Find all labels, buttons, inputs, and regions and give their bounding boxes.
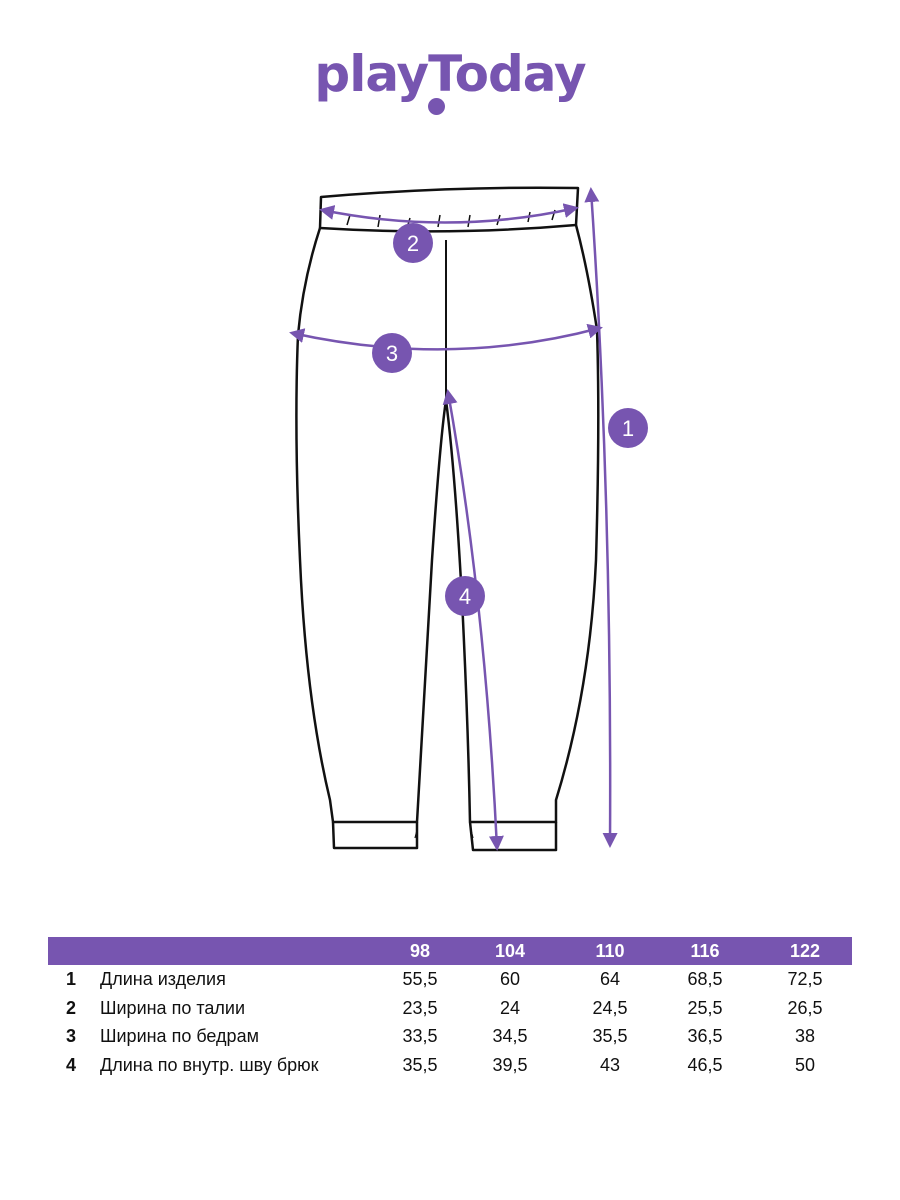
marker-4: 4 xyxy=(445,576,485,616)
row-number: 4 xyxy=(66,1055,77,1075)
marker-1: 1 xyxy=(608,408,648,448)
table-cell: 72,5 xyxy=(787,969,823,989)
table-cell: 46,5 xyxy=(687,1055,723,1075)
row-number: 2 xyxy=(66,998,77,1018)
table-cell: 35,5 xyxy=(402,1055,438,1075)
table-cell: 68,5 xyxy=(687,969,723,989)
table-cell: 60 xyxy=(499,969,521,989)
row-label: Длина по внутр. шву брюк xyxy=(100,1055,319,1075)
size-header: 110 xyxy=(595,941,625,961)
svg-text:1: 1 xyxy=(622,416,634,441)
table-cell: 25,5 xyxy=(687,998,723,1018)
table-cell: 50 xyxy=(794,1055,816,1075)
brand-logo: playToday xyxy=(0,45,900,103)
svg-text:4: 4 xyxy=(459,584,471,609)
table-cell: 34,5 xyxy=(492,1026,528,1046)
pants-diagram: 1 2 3 4 xyxy=(289,186,648,852)
table-cell: 43 xyxy=(599,1055,621,1075)
table-cell: 64 xyxy=(599,969,621,989)
table-cell: 38 xyxy=(794,1026,816,1046)
table-cell: 55,5 xyxy=(402,969,438,989)
row-label: Длина изделия xyxy=(100,969,226,989)
table-cell: 24,5 xyxy=(592,998,628,1018)
size-header: 104 xyxy=(494,941,526,961)
row-label: Ширина по талии xyxy=(100,998,245,1018)
pants-outline xyxy=(295,186,600,852)
table-cell: 39,5 xyxy=(492,1055,528,1075)
table-cell: 33,5 xyxy=(402,1026,438,1046)
marker-2: 2 xyxy=(393,223,433,263)
size-header: 98 xyxy=(409,941,431,961)
logo-text: playToday xyxy=(314,45,586,103)
row-number: 1 xyxy=(66,969,77,989)
svg-text:3: 3 xyxy=(386,341,398,366)
size-header: 116 xyxy=(690,941,720,961)
size-table-header xyxy=(48,937,852,965)
table-cell: 36,5 xyxy=(687,1026,723,1046)
measure-lines xyxy=(289,187,618,851)
marker-3: 3 xyxy=(372,333,412,373)
logo-dot xyxy=(428,98,445,115)
svg-text:2: 2 xyxy=(407,231,419,256)
table-cell: 26,5 xyxy=(787,998,823,1018)
table-cell: 24 xyxy=(499,998,521,1018)
size-header: 122 xyxy=(789,941,821,961)
row-number: 3 xyxy=(66,1026,77,1046)
table-cell: 35,5 xyxy=(592,1026,628,1046)
row-label: Ширина по бедрам xyxy=(100,1026,259,1046)
table-cell: 23,5 xyxy=(402,998,438,1018)
